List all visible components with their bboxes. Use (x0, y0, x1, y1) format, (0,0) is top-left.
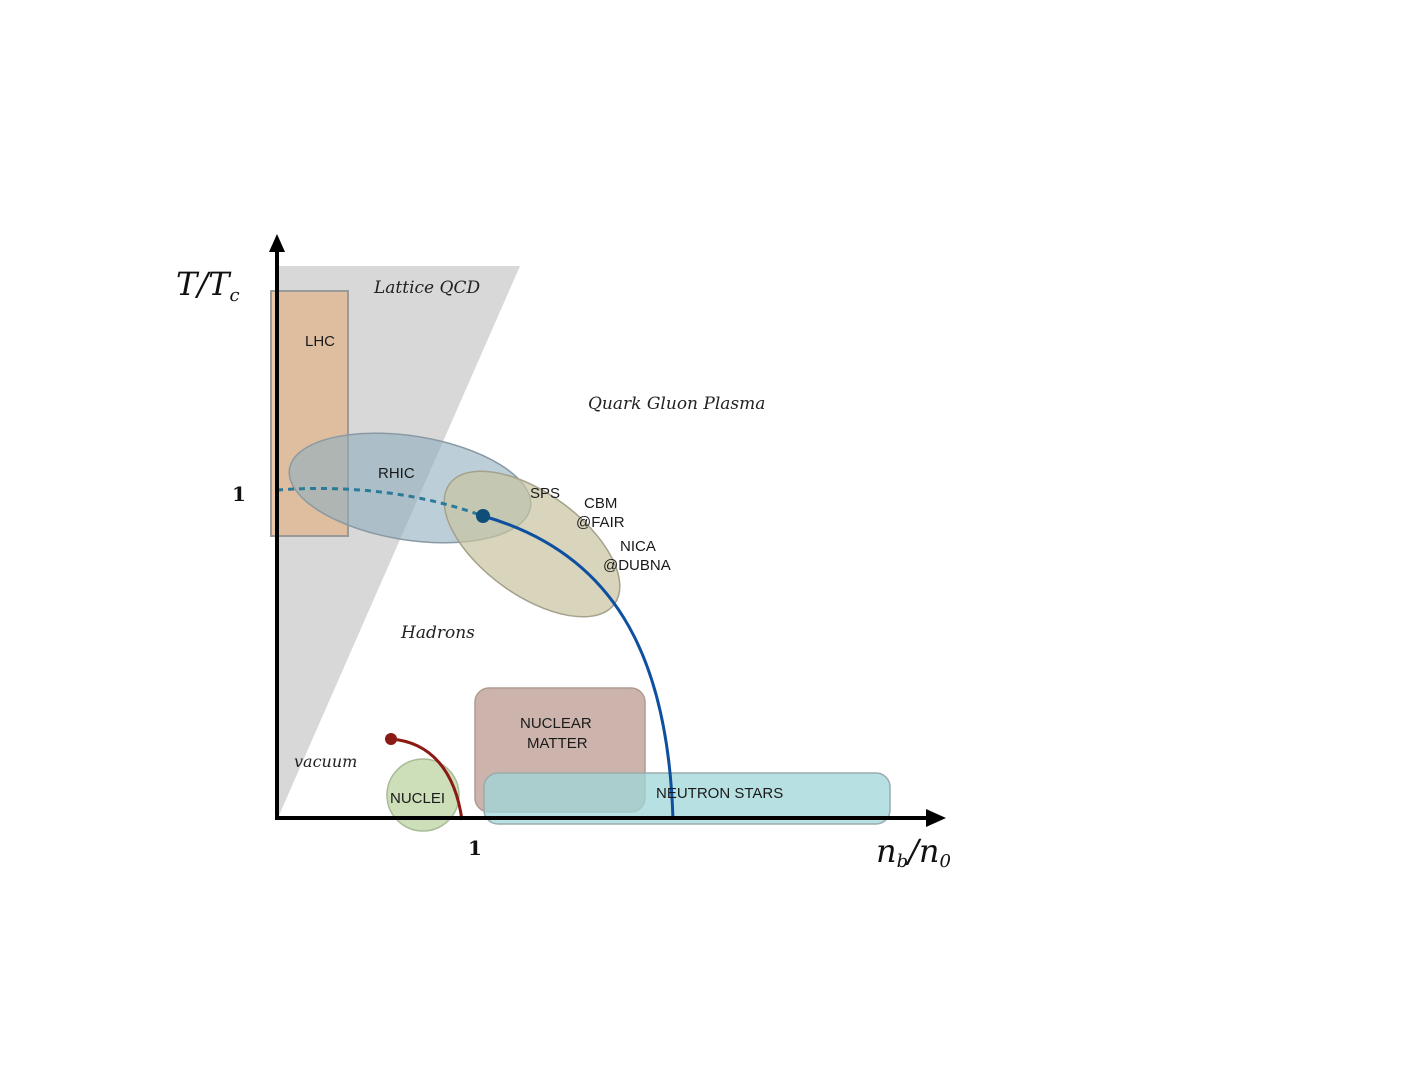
phase-transition-line (482, 514, 675, 821)
cbm-label-line2: @FAIR (576, 514, 625, 531)
neutron-stars-label: NEUTRON STARS (656, 785, 783, 802)
y-tick-1: 1 (232, 482, 246, 506)
y-axis-arrow (269, 234, 285, 252)
x-axis-arrow (926, 809, 946, 827)
rhic-label: RHIC (378, 465, 415, 482)
neutron-stars-box (483, 772, 891, 825)
qgp-label: Quark Gluon Plasma (588, 394, 765, 414)
nuclei-circle (386, 758, 460, 832)
nica-label-line2: @DUBNA (603, 557, 671, 574)
liquid-gas-line (390, 737, 464, 821)
vacuum-label: vacuum (294, 752, 357, 771)
nuclei-label: NUCLEI (390, 790, 445, 807)
x-axis-title: nb/n0 (876, 832, 951, 872)
nuclear-matter-label-line2: MATTER (527, 735, 588, 752)
x-tick-1: 1 (468, 836, 482, 860)
cbm-label-line1: CBM (584, 495, 617, 512)
sps-label: SPS (530, 485, 560, 502)
nuclear-matter-label-line1: NUCLEAR (520, 715, 592, 732)
critical-point (476, 509, 490, 523)
lattice-qcd-label: Lattice QCD (373, 278, 480, 298)
nica-label-line1: NICA (620, 538, 656, 555)
crossover-line (276, 486, 484, 518)
liquid-gas-endpoint (385, 733, 397, 745)
lhc-label: LHC (305, 333, 335, 350)
hadrons-label: Hadrons (400, 623, 475, 643)
y-axis-title: T/Tc (176, 265, 240, 306)
